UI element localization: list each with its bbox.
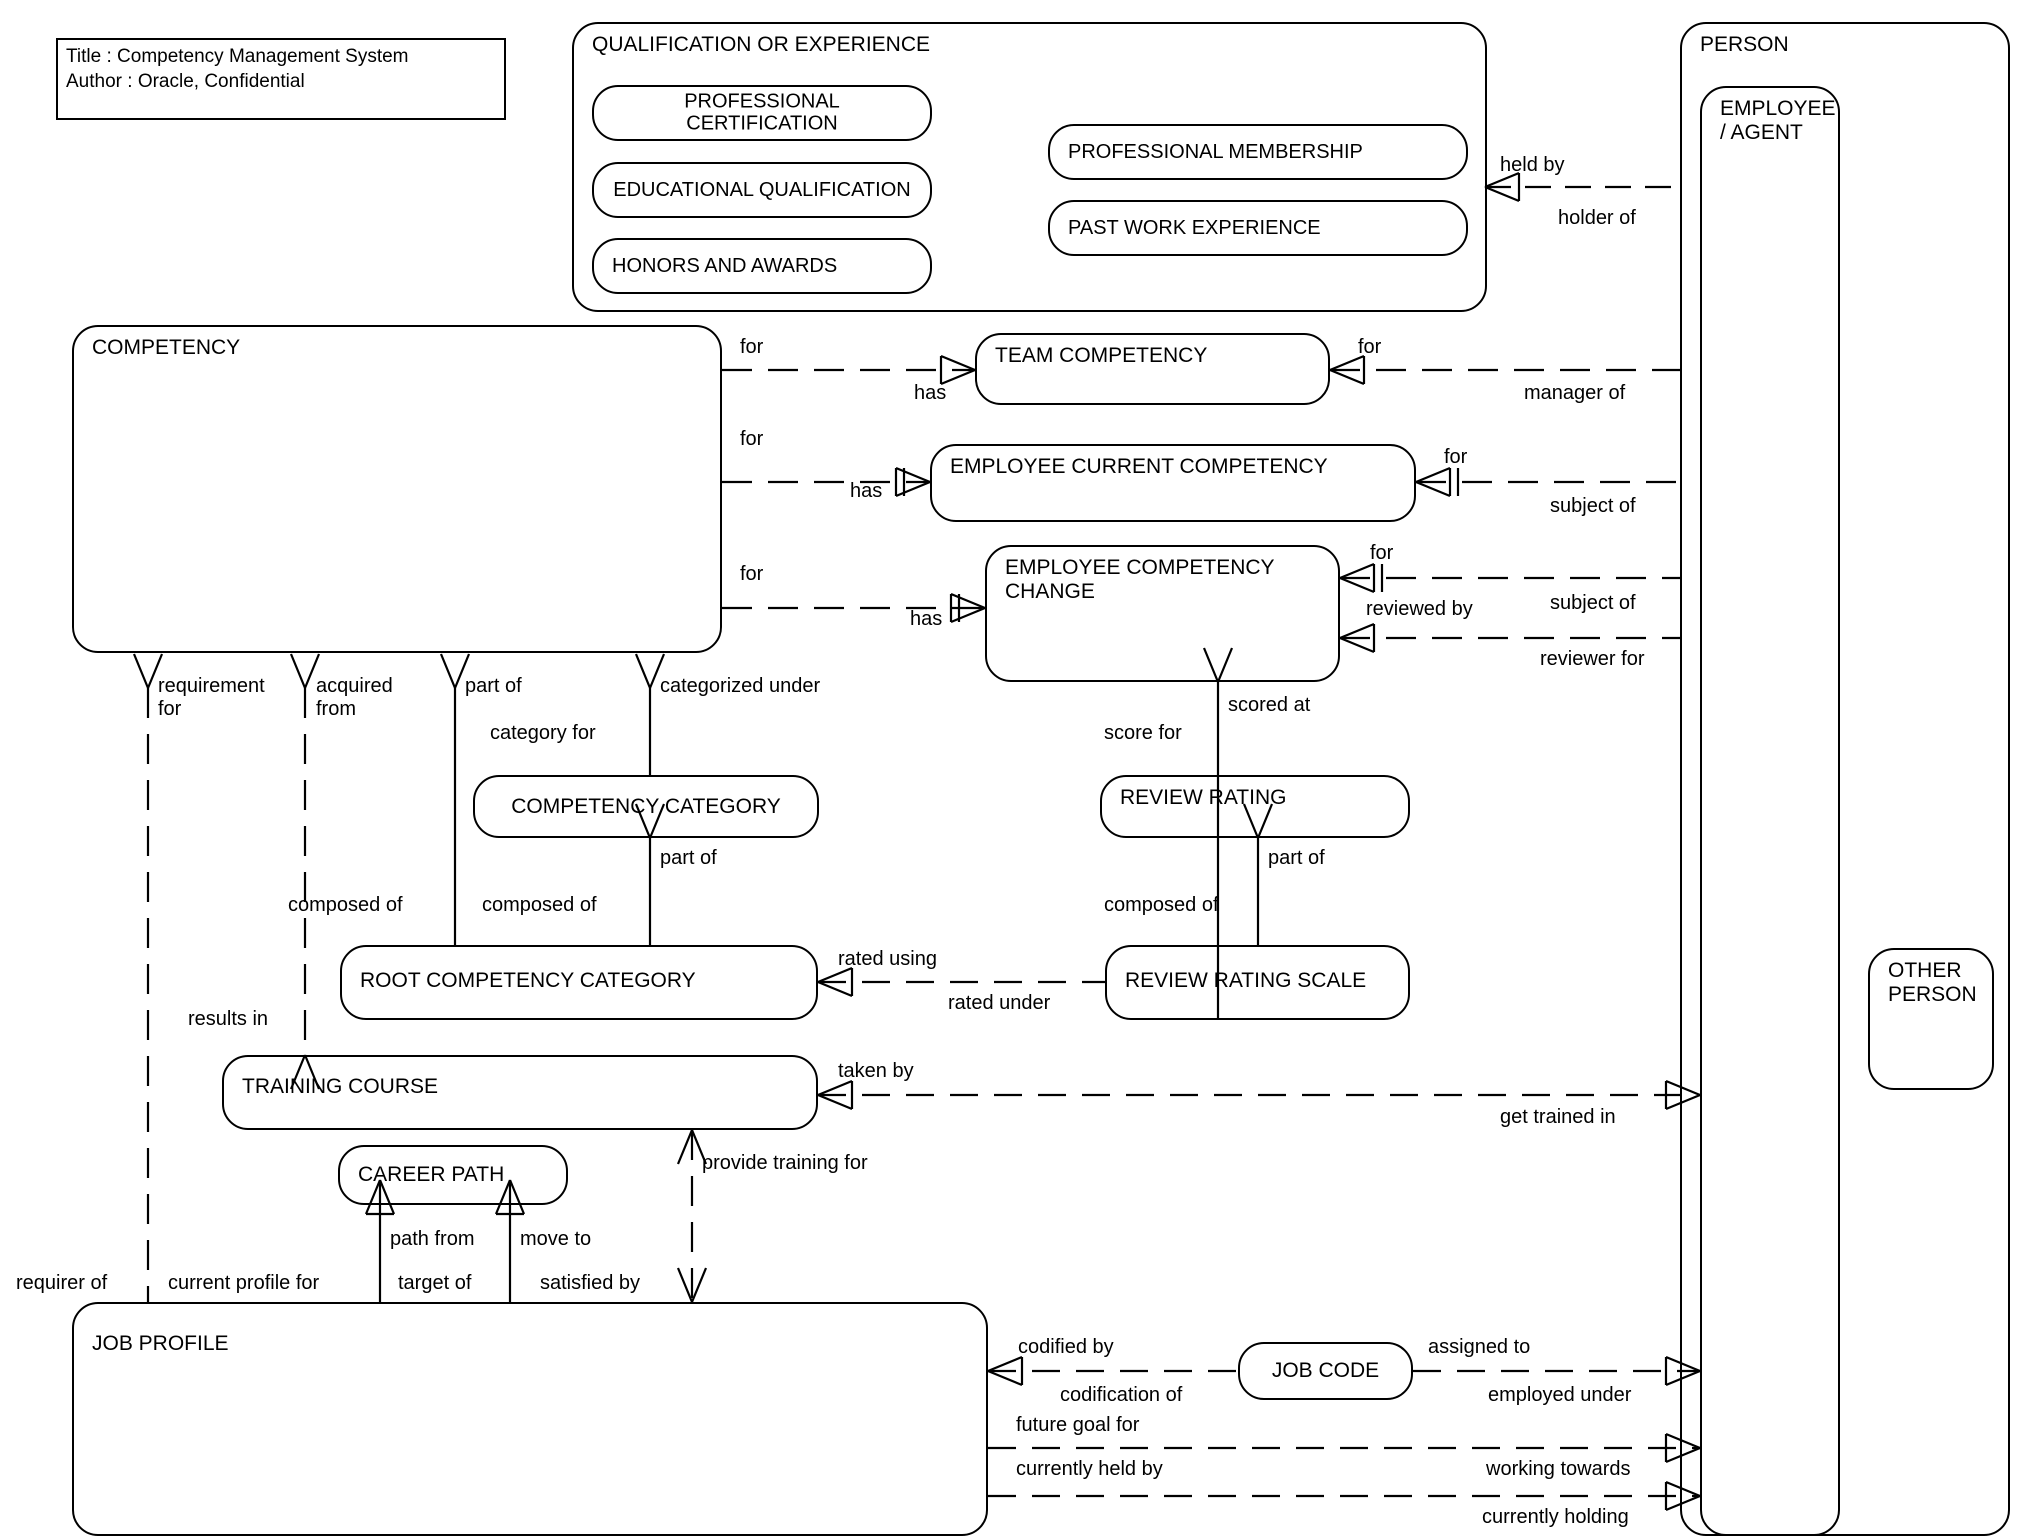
entity-employee-competency-change[interactable]: EMPLOYEE COMPETENCY CHANGE (985, 545, 1340, 682)
entity-review-rating[interactable]: REVIEW RATING (1100, 775, 1410, 838)
rel-label-codified-by: codified by (1018, 1336, 1114, 1358)
rel-label-manager-of: manager of (1524, 382, 1626, 404)
entity-employee-current-competency[interactable]: EMPLOYEE CURRENT COMPETENCY (930, 444, 1416, 522)
rel-label-currently-holding: currently holding (1482, 1506, 1629, 1528)
entity-label: TEAM COMPETENCY (995, 344, 1208, 367)
entity-educational-qualification[interactable]: EDUCATIONAL QUALIFICATION (592, 162, 932, 218)
rel-label-assigned-to: assigned to (1428, 1336, 1531, 1358)
entity-person[interactable]: PERSON (1680, 22, 2010, 1536)
entity-professional-certification[interactable]: PROFESSIONAL CERTIFICATION (592, 85, 932, 141)
entity-label: PROFESSIONAL CERTIFICATION (684, 90, 840, 135)
entity-job-code[interactable]: JOB CODE (1238, 1342, 1413, 1400)
rel-label-for-ecch-right: for (1370, 542, 1394, 564)
rel-label-for-ecc-right: for (1444, 446, 1468, 468)
rel-label-for-team-left: for (740, 336, 764, 358)
rel-label-score-for: score for (1104, 722, 1182, 744)
rel-label-for-team-right: for (1358, 336, 1382, 358)
entity-label: TRAINING COURSE (242, 1075, 439, 1098)
rel-label-subject-of-ecch: subject of (1550, 592, 1636, 614)
rel-label-composed-of-scale: composed of (1104, 894, 1219, 916)
entity-label: REVIEW RATING SCALE (1125, 969, 1367, 992)
rel-label-employed-under: employed under (1488, 1384, 1632, 1406)
entity-professional-membership[interactable]: PROFESSIONAL MEMBERSHIP (1048, 124, 1468, 180)
rel-label-target-of: target of (398, 1272, 472, 1294)
rel-label-for-ecc-left: for (740, 428, 764, 450)
rel-label-category-for: category for (490, 722, 596, 744)
entity-past-work-experience[interactable]: PAST WORK EXPERIENCE (1048, 200, 1468, 256)
entity-label: HONORS AND AWARDS (612, 254, 838, 277)
title-line: Title : Competency Management System (66, 46, 409, 67)
entity-career-path[interactable]: CAREER PATH (338, 1145, 568, 1205)
entity-label: REVIEW RATING (1120, 786, 1287, 809)
rel-label-requirer-of: requirer of (16, 1272, 108, 1294)
entity-qualification-or-experience[interactable]: QUALIFICATION OR EXPERIENCE (572, 22, 1487, 312)
rel-label-rated-under: rated under (948, 992, 1051, 1014)
entity-label: ROOT COMPETENCY CATEGORY (360, 969, 696, 992)
rel-label-reviewed-by: reviewed by (1366, 598, 1473, 620)
rel-label-provide-training-for: provide training for (702, 1152, 868, 1174)
rel-label-future-goal-for: future goal for (1016, 1414, 1140, 1436)
rel-label-rated-using: rated using (838, 948, 937, 970)
entity-label: PAST WORK EXPERIENCE (1068, 216, 1321, 239)
author-line: Author : Oracle, Confidential (66, 71, 305, 92)
title-block: Title : Competency Management System Aut… (56, 38, 506, 120)
rel-label-has-ecch: has (910, 608, 943, 630)
entity-label: EMPLOYEE / AGENT (1720, 97, 1836, 144)
entity-review-rating-scale[interactable]: REVIEW RATING SCALE (1105, 945, 1410, 1020)
rel-label-has-team: has (914, 382, 947, 404)
entity-label: COMPETENCY CATEGORY (511, 794, 781, 818)
rel-label-satisfied-by: satisfied by (540, 1272, 641, 1294)
entity-competency-category[interactable]: COMPETENCY CATEGORY (473, 775, 819, 838)
rel-label-part-of-rating: part of (1268, 847, 1325, 869)
entity-root-competency-category[interactable]: ROOT COMPETENCY CATEGORY (340, 945, 818, 1020)
rel-label-currently-held-by: currently held by (1016, 1458, 1163, 1480)
rel-label-subject-of-ecc: subject of (1550, 495, 1636, 517)
rel-label-part-of-comp: part of (465, 675, 522, 697)
entity-label: PERSON (1700, 33, 1789, 56)
entity-job-profile[interactable]: JOB PROFILE (72, 1302, 988, 1536)
rel-label-holder-of: holder of (1558, 207, 1636, 229)
entity-other-person[interactable]: OTHER PERSON (1868, 948, 1994, 1090)
entity-employee-agent[interactable]: EMPLOYEE / AGENT (1700, 86, 1840, 1536)
entity-label: CAREER PATH (358, 1163, 505, 1186)
rel-label-working-towards: working towards (1486, 1458, 1631, 1480)
entity-label: PROFESSIONAL MEMBERSHIP (1068, 140, 1363, 163)
rel-label-requirement-for: requirement for (158, 675, 265, 720)
rel-label-current-profile-for: current profile for (168, 1272, 320, 1294)
rel-label-held-by: held by (1500, 154, 1565, 176)
entity-label: JOB CODE (1271, 1359, 1380, 1383)
entity-label: COMPETENCY (92, 336, 241, 359)
rel-label-codification-of: codification of (1060, 1384, 1183, 1406)
rel-label-for-ecch-left: for (740, 563, 764, 585)
entity-competency[interactable]: COMPETENCY (72, 325, 722, 653)
entity-label: JOB PROFILE (92, 1332, 229, 1355)
rel-label-path-from: path from (390, 1228, 475, 1250)
rel-label-scored-at: scored at (1228, 694, 1311, 716)
rel-label-move-to: move to (520, 1228, 592, 1250)
rel-label-acquired-from: acquired from (316, 675, 393, 720)
entity-label: EMPLOYEE COMPETENCY CHANGE (1005, 556, 1275, 603)
entity-honors-and-awards[interactable]: HONORS AND AWARDS (592, 238, 932, 294)
rel-label-part-of-cat: part of (660, 847, 717, 869)
rel-label-taken-by: taken by (838, 1060, 914, 1082)
rel-label-results-in: results in (188, 1008, 269, 1030)
entity-label: QUALIFICATION OR EXPERIENCE (592, 33, 930, 56)
entity-training-course[interactable]: TRAINING COURSE (222, 1055, 818, 1130)
rel-label-reviewer-for: reviewer for (1540, 648, 1645, 670)
entity-label: EDUCATIONAL QUALIFICATION (613, 178, 911, 201)
entity-team-competency[interactable]: TEAM COMPETENCY (975, 333, 1330, 405)
rel-label-has-ecc: has (850, 480, 883, 502)
rel-label-categorized-under: categorized under (660, 675, 821, 697)
rel-label-composed-of-root-b: composed of (482, 894, 597, 916)
rel-label-get-trained-in: get trained in (1500, 1106, 1616, 1128)
rel-label-composed-of-root-a: composed of (288, 894, 403, 916)
entity-label: EMPLOYEE CURRENT COMPETENCY (950, 455, 1328, 478)
entity-label: OTHER PERSON (1888, 959, 1977, 1006)
